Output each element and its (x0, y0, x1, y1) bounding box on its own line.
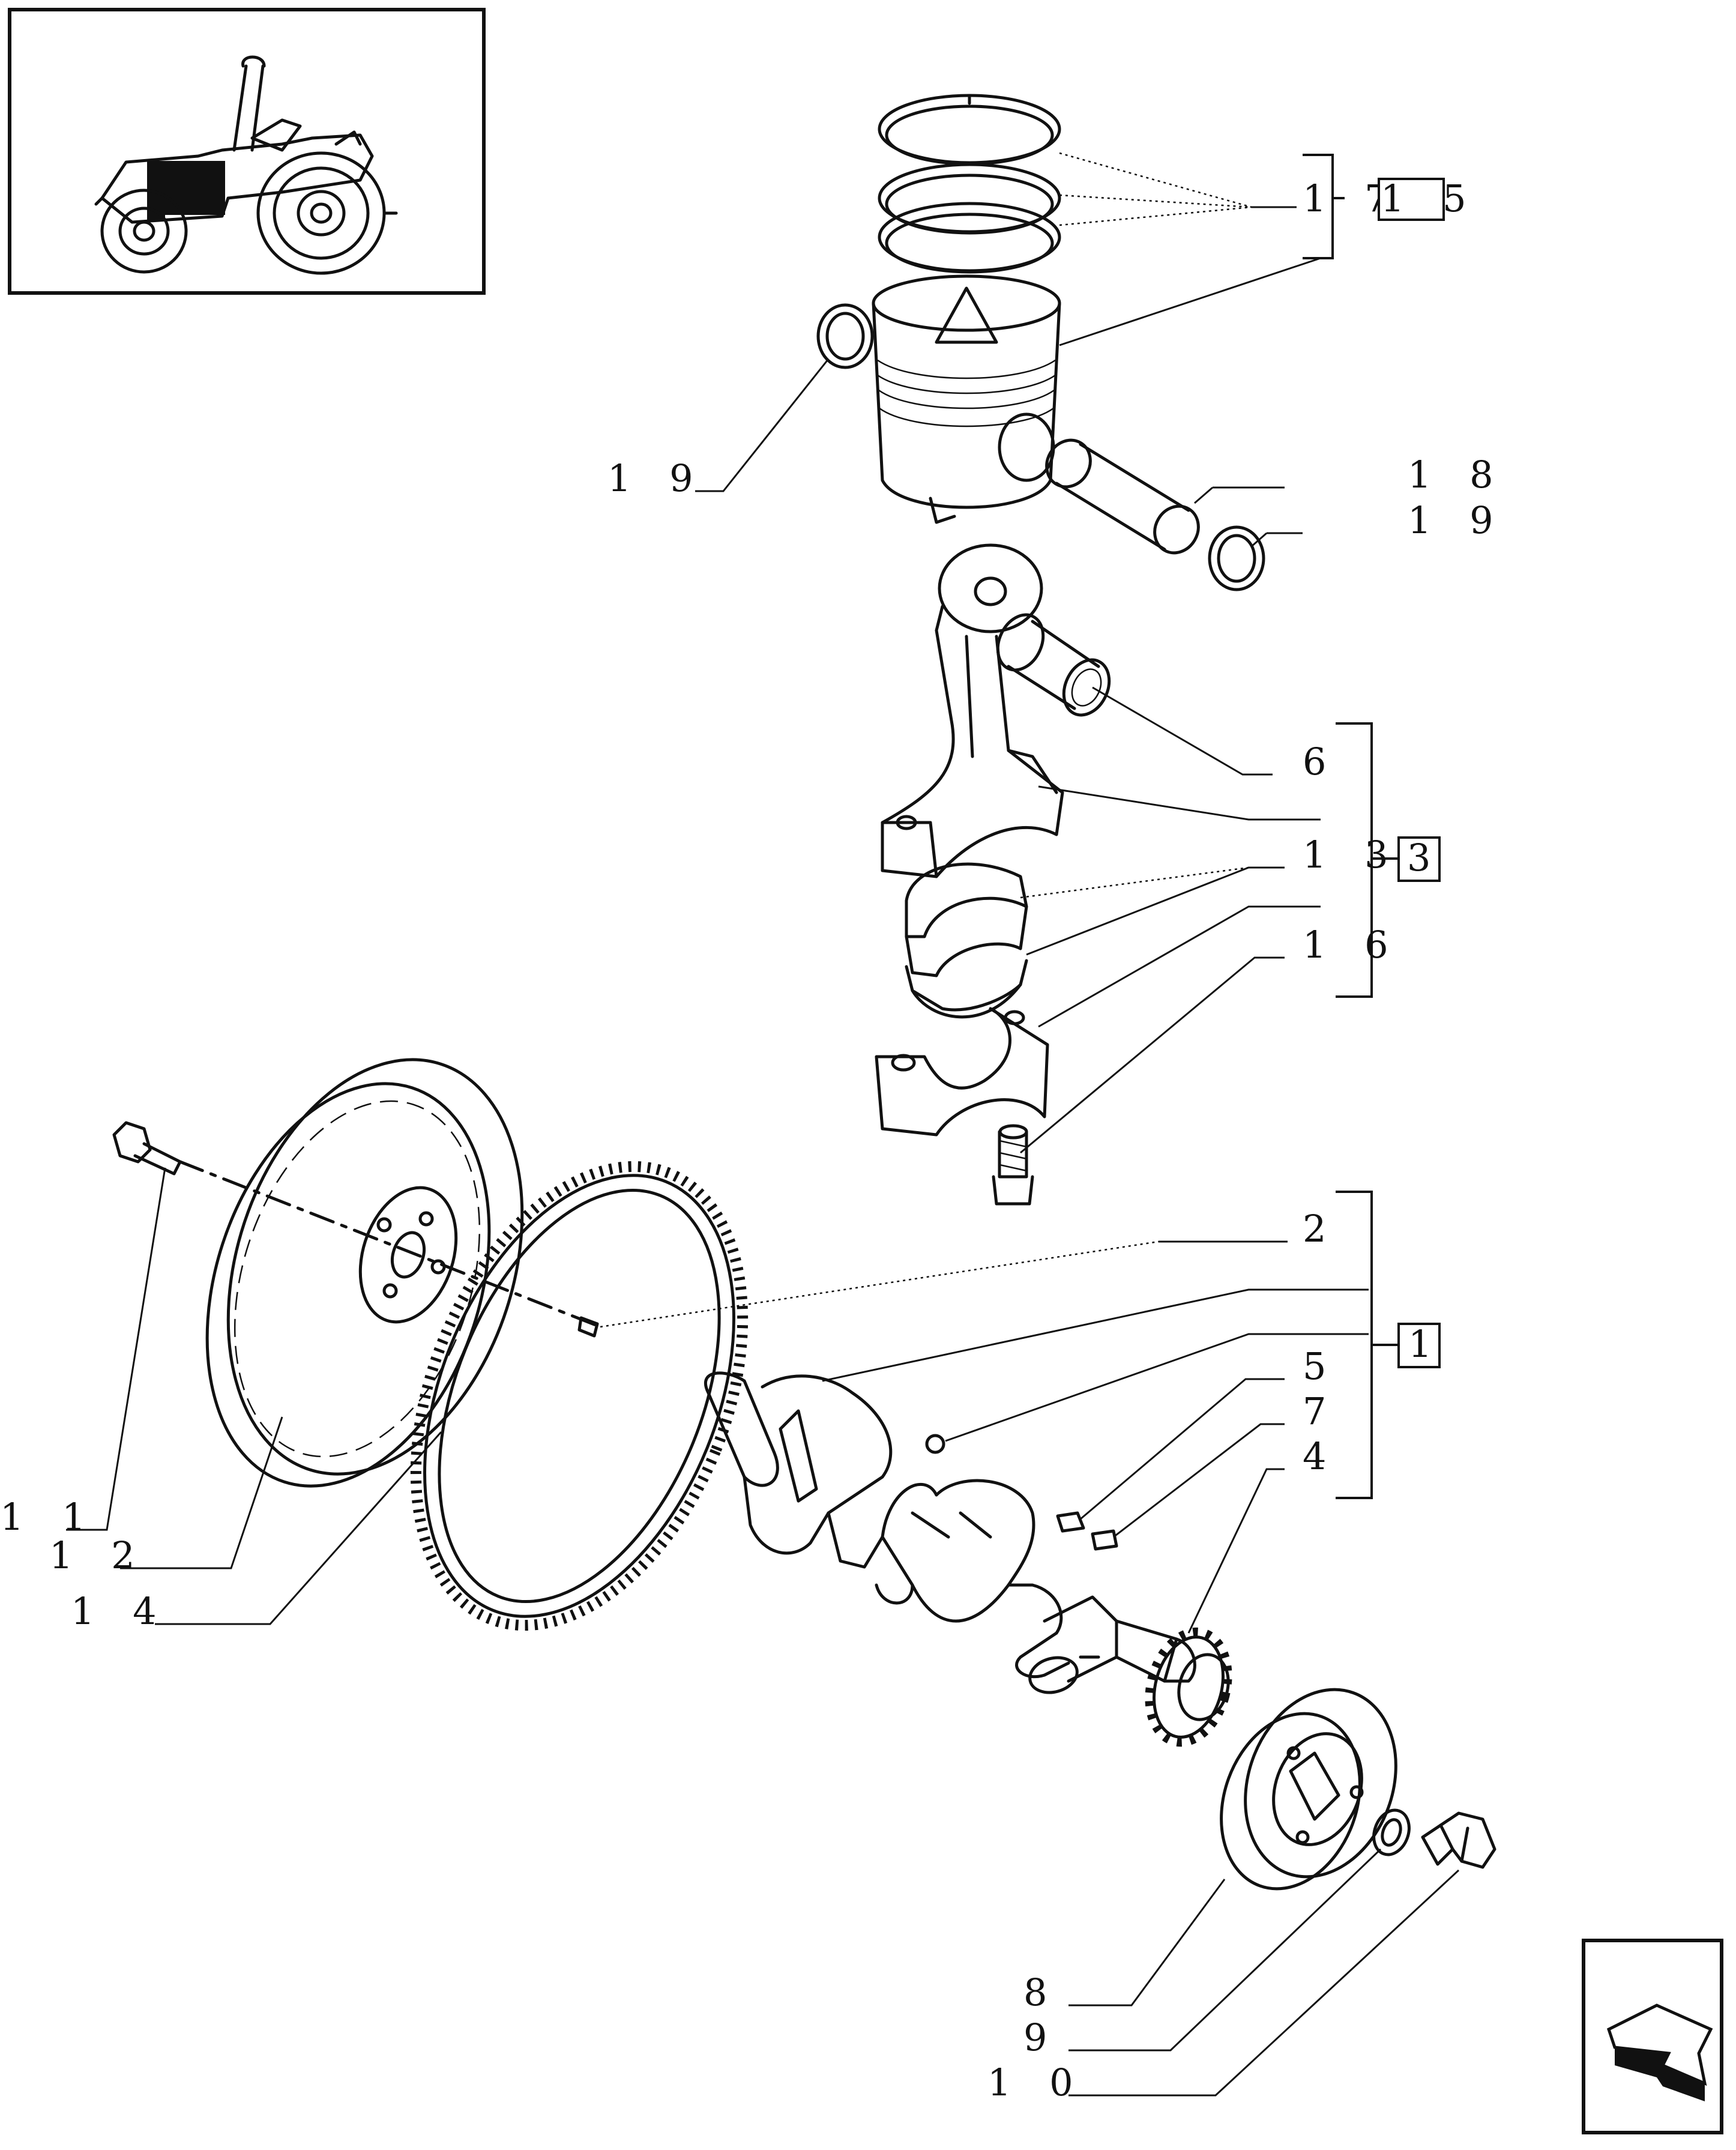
oil-plug (925, 1434, 945, 1454)
callout-2: 2 (1303, 1207, 1339, 1251)
callout-8: 8 (1023, 1970, 1060, 2014)
kit-box-3: 3 (1407, 836, 1430, 880)
callout-5: 5 (1303, 1344, 1339, 1388)
circlip-right (1208, 525, 1265, 591)
flywheel (205, 1058, 524, 1488)
callout-19-right: 1 9 (1408, 498, 1507, 542)
callout-14: 1 4 (71, 1589, 170, 1633)
circlip-left (816, 303, 874, 369)
callout-9: 9 (1023, 2016, 1060, 2059)
piston (872, 274, 1061, 524)
flywheel-bolt (112, 1121, 602, 1329)
leader-lines (66, 152, 1460, 2097)
next-page-arrow-icon[interactable] (1582, 1939, 1723, 2134)
callout-13: 1 3 (1303, 833, 1402, 877)
woodruff-keys (1056, 1511, 1118, 1551)
piston-pin (1045, 438, 1200, 555)
pulley-hub (1220, 1688, 1397, 1891)
callout-4: 4 (1303, 1434, 1339, 1478)
callout-19-left: 1 9 (607, 456, 707, 500)
kit-box-1: 1 (1408, 1322, 1432, 1366)
piston-rings (878, 94, 1061, 274)
callout-11: 1 1 (0, 1495, 99, 1539)
connecting-rod-bolt (992, 1124, 1034, 1206)
tractor-locator-icon (8, 8, 486, 295)
callout-18: 1 8 (1408, 453, 1507, 497)
crankshaft-gear (1145, 1627, 1232, 1747)
flywheel-ring-gear (410, 1161, 749, 1631)
callout-17: 1 7 (1303, 177, 1402, 220)
crankshaft (704, 1371, 1196, 1694)
pulley-bolt (1421, 1811, 1496, 1869)
washer (1372, 1808, 1411, 1856)
kit-box-15: 1 5 (1381, 177, 1480, 220)
callout-16: 1 6 (1303, 923, 1402, 967)
kit-brackets (1303, 154, 1399, 1499)
callout-6: 6 (1303, 740, 1339, 784)
dowel-pin (577, 1316, 599, 1338)
connecting-rod-cap (875, 1007, 1049, 1137)
connecting-rod (881, 543, 1064, 878)
callout-7: 7 (1303, 1389, 1339, 1433)
kit-boxes: 1 5 3 1 (1378, 177, 1480, 1368)
callout-10: 1 0 (987, 2061, 1087, 2104)
small-end-bushing (996, 613, 1111, 717)
callout-labels: 1 7 1 9 1 8 1 9 6 1 3 1 6 2 5 7 4 1 1 1 … (0, 177, 1507, 2104)
bearing-shells (905, 862, 1028, 1019)
callout-12: 1 2 (49, 1533, 148, 1577)
